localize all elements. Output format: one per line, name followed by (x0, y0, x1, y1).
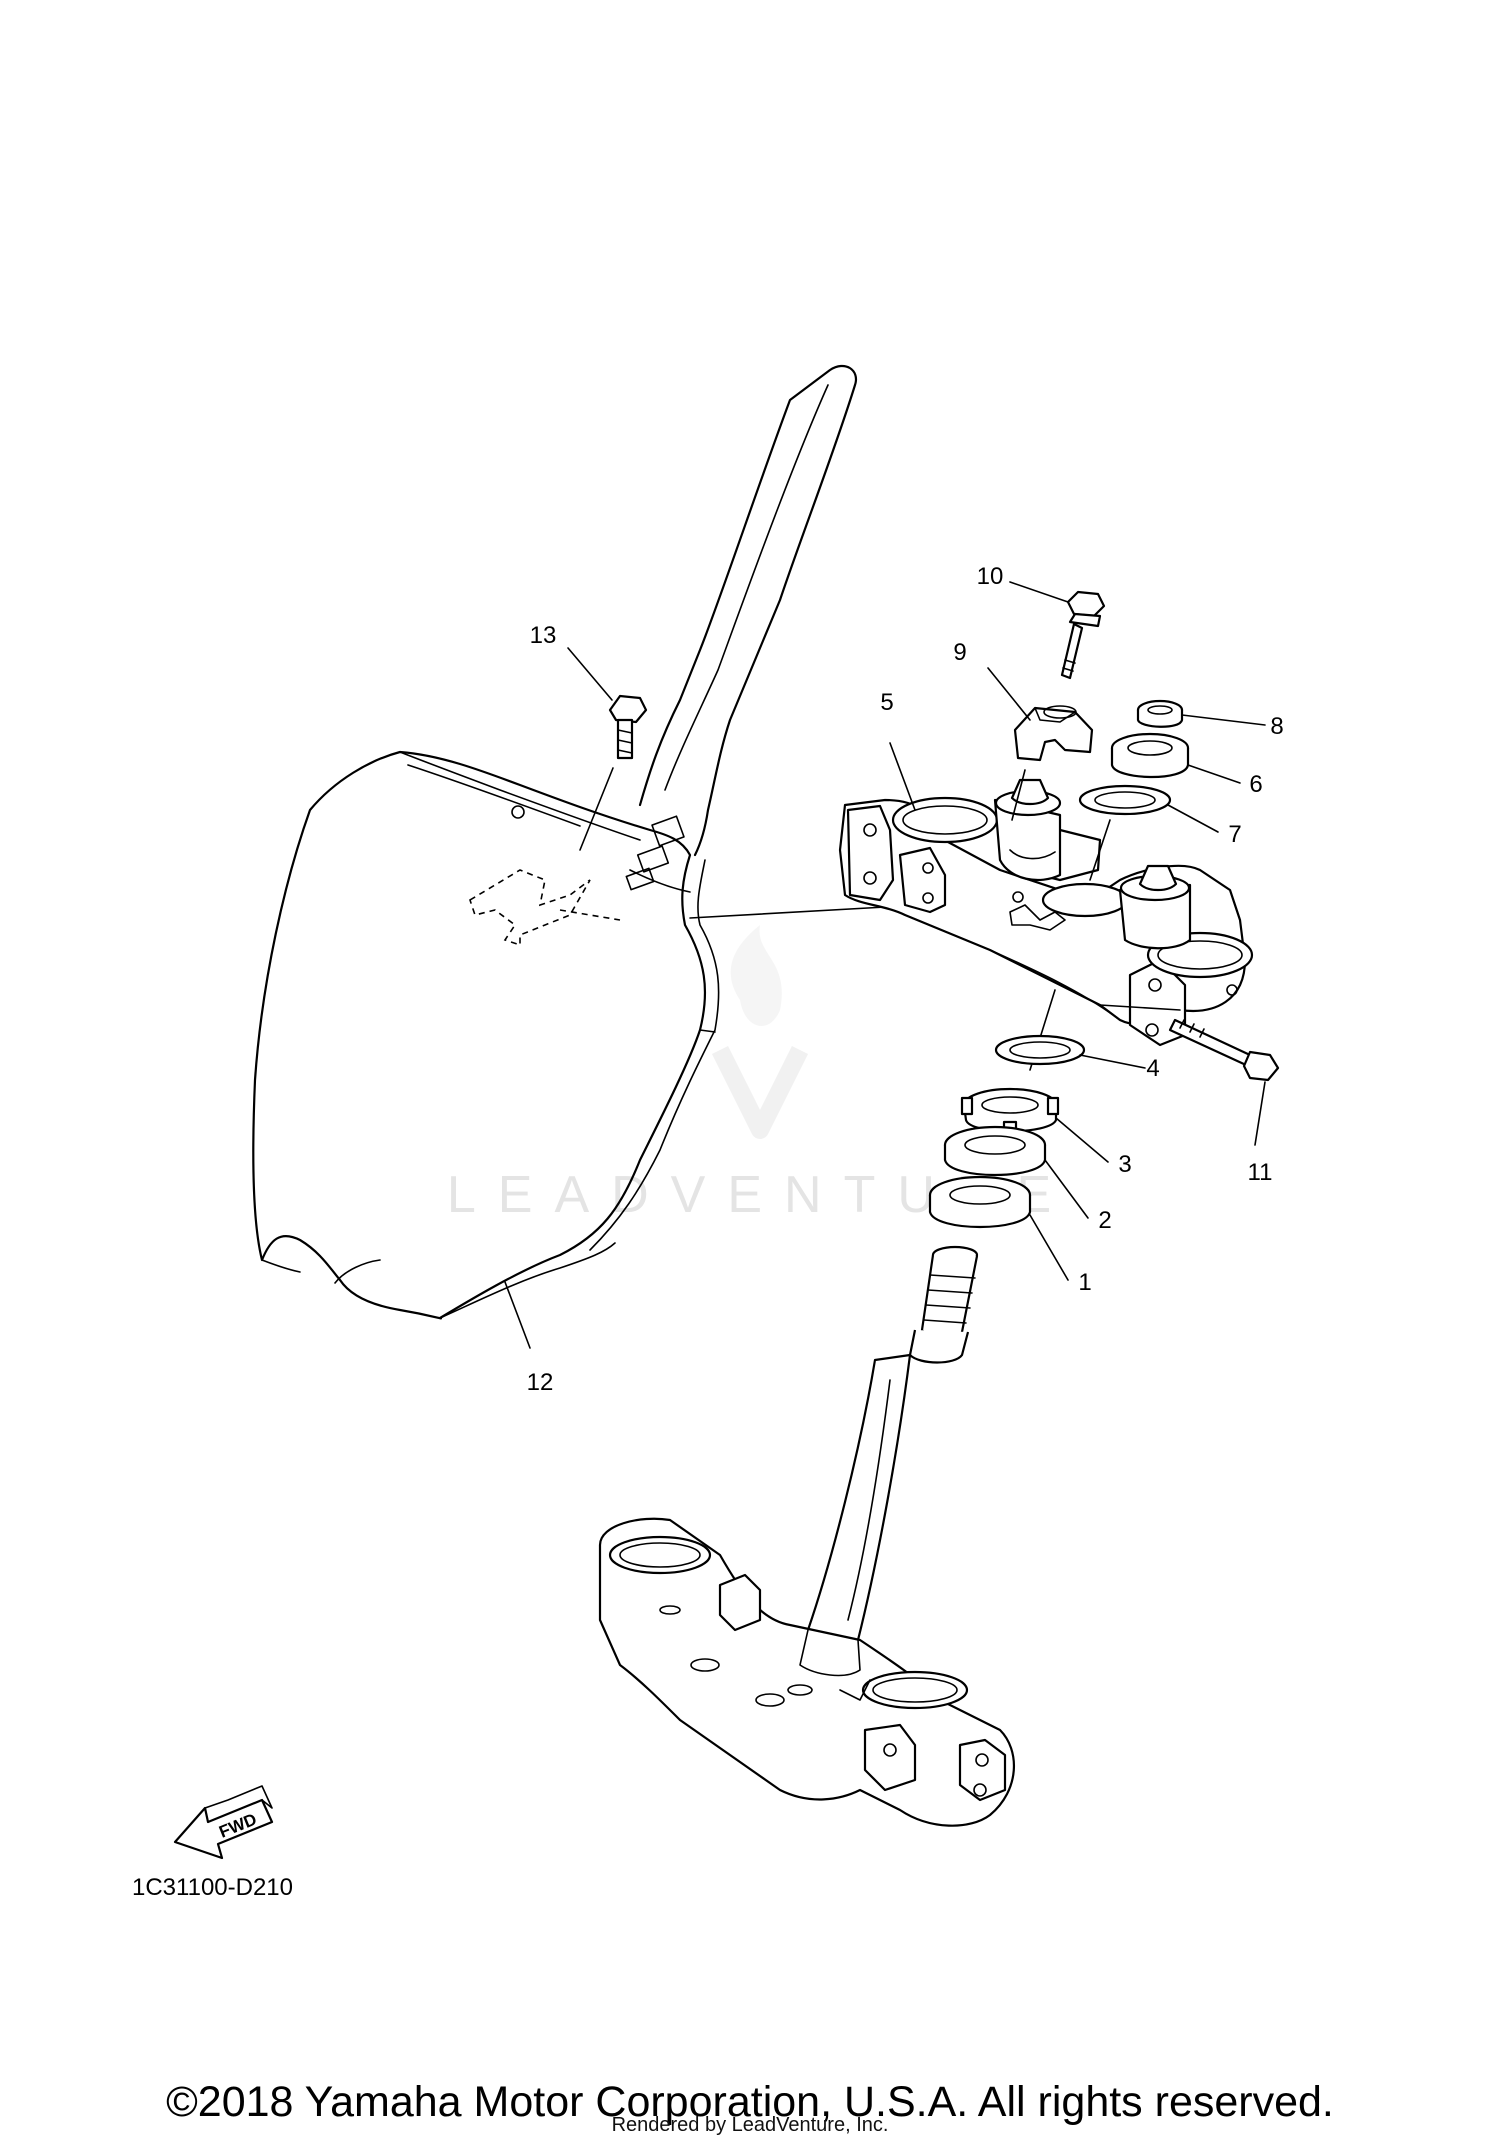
callout-10: 10 (977, 563, 1004, 590)
part-3-ring-nut (960, 1087, 1060, 1136)
callout-2: 2 (1098, 1207, 1111, 1234)
part-10-bolt (1060, 590, 1106, 680)
leader-1 (1029, 1214, 1069, 1281)
steering-stem-lower-bracket (598, 1245, 1016, 1827)
left-handlebar-holder (993, 778, 1062, 882)
callout-13: 13 (530, 622, 557, 649)
part-7-washer (1078, 784, 1172, 881)
callout-labels: 1 2 3 4 5 6 7 8 9 10 11 12 13 (527, 563, 1284, 1396)
leader-10 (1009, 581, 1069, 603)
forward-arrow-icon: FWD (173, 1785, 274, 1860)
leader-6 (1187, 764, 1241, 784)
rendered-by-notice: Rendered by LeadVenture, Inc. (611, 2114, 889, 2136)
leader-8 (1181, 714, 1266, 726)
leader-7 (1167, 804, 1219, 833)
watermark-logo-icon (711, 925, 809, 1139)
diagram-code: 1C31100-D210 (132, 1874, 293, 1901)
leader-9 (987, 667, 1031, 721)
part-9-handlebar-upper-holder (1011, 705, 1094, 821)
part-13-bolt (579, 694, 648, 851)
callout-4: 4 (1146, 1055, 1159, 1082)
part-6-nut (1110, 732, 1190, 779)
leader-4 (1079, 1054, 1146, 1069)
leader-11 (1254, 1081, 1266, 1146)
leader-lines (504, 581, 1266, 1349)
part-4-washer (994, 1034, 1086, 1066)
callout-1: 1 (1078, 1269, 1091, 1296)
callout-11: 11 (1248, 1159, 1273, 1186)
callout-6: 6 (1249, 771, 1262, 798)
part-1-bearing (928, 1175, 1032, 1229)
callout-7: 7 (1228, 821, 1241, 848)
part-8-cap (1136, 699, 1184, 728)
callout-12: 12 (527, 1369, 554, 1396)
leader-12 (504, 1281, 531, 1349)
leader-5 (889, 742, 916, 811)
callout-5: 5 (880, 689, 893, 716)
right-handlebar-holder (1118, 864, 1192, 950)
leader-13 (567, 647, 613, 701)
callout-9: 9 (953, 639, 966, 666)
leader-2 (1044, 1159, 1089, 1219)
callout-8: 8 (1270, 713, 1283, 740)
copyright-notice: ©2018 Yamaha Motor Corporation, U.S.A. A… (166, 2078, 1334, 2126)
part-11-bolt (1168, 1018, 1280, 1082)
leader-3 (1055, 1117, 1109, 1163)
callout-3: 3 (1118, 1151, 1131, 1178)
part-2-bearing (943, 1125, 1047, 1177)
front-number-plate (252, 364, 1011, 1320)
